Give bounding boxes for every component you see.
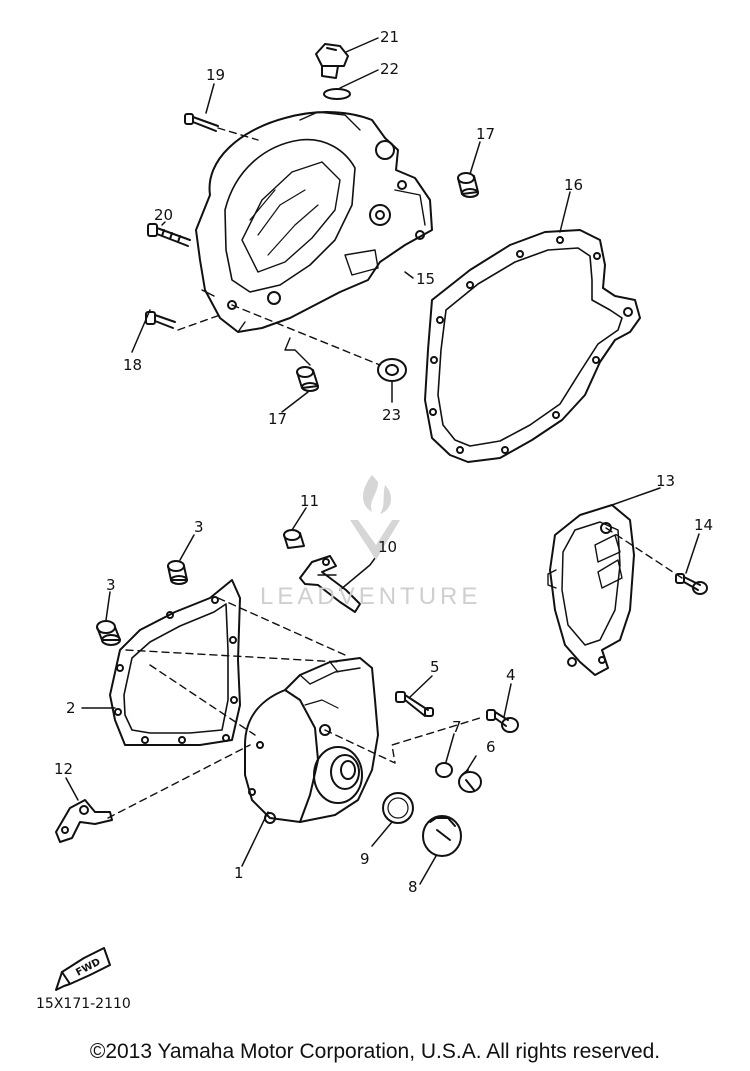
- o-ring-7: [435, 762, 453, 778]
- oil-seal-23: [377, 358, 407, 382]
- bolt-11: [283, 529, 305, 549]
- part-label-2: 2: [66, 699, 76, 717]
- part-label-12: 12: [54, 760, 73, 778]
- part-label-20: 20: [154, 206, 173, 224]
- part-label-8: 8: [408, 878, 418, 896]
- part-label-21: 21: [380, 28, 399, 46]
- o-ring-22: [323, 88, 351, 100]
- oil-filler-bolt: [315, 43, 349, 79]
- bolt-20: [147, 223, 191, 247]
- part-label-7: 7: [452, 718, 462, 736]
- dowel-pin-3-upper: [167, 560, 188, 585]
- plug-8: [422, 815, 462, 857]
- lead-clamp-12: [55, 799, 113, 843]
- part-label-5: 5: [430, 658, 440, 676]
- leader-lines: [65, 37, 700, 885]
- crankcase-cover: [195, 111, 433, 333]
- sprocket-cover-13: [547, 504, 635, 676]
- part-label-9: 9: [360, 850, 370, 868]
- watermark: LEADVENTURE: [260, 475, 481, 610]
- copyright-notice: ©2013 Yamaha Motor Corporation, U.S.A. A…: [89, 1040, 661, 1063]
- diagram-code: 15X171-2110: [36, 996, 131, 1012]
- plug-6: [458, 769, 482, 793]
- part-label-1: 1: [234, 864, 244, 882]
- cover-gasket-2: [109, 579, 241, 746]
- part-label-17b: 17: [268, 410, 287, 428]
- o-ring-9: [382, 792, 414, 824]
- bolt-18: [145, 311, 176, 329]
- part-label-19: 19: [206, 66, 225, 84]
- part-label-13: 13: [656, 472, 675, 490]
- crankcase-gasket-16: [424, 229, 641, 463]
- bolt-5: [395, 691, 434, 717]
- part-labels: 21 22 19 17 16 20 15 18 17 23 13 11 14 3…: [54, 28, 713, 896]
- part-label-22: 22: [380, 60, 399, 78]
- part-label-11: 11: [300, 492, 319, 510]
- crankcase-cover-1: [244, 657, 379, 824]
- part-label-3a: 3: [194, 518, 204, 536]
- part-label-14: 14: [694, 516, 713, 534]
- part-label-18: 18: [123, 356, 142, 374]
- part-label-23: 23: [382, 406, 401, 424]
- bolt-4: [486, 709, 519, 733]
- part-label-4: 4: [506, 666, 516, 684]
- fwd-arrow-icon: [55, 947, 111, 991]
- bolt-19: [184, 113, 219, 132]
- part-label-10: 10: [378, 538, 397, 556]
- dowel-pin-17-upper: [457, 172, 479, 198]
- part-label-15: 15: [416, 270, 435, 288]
- part-label-16: 16: [564, 176, 583, 194]
- bolt-14: [675, 573, 708, 595]
- part-label-3b: 3: [106, 576, 116, 594]
- part-label-6: 6: [486, 738, 496, 756]
- dowel-pin-17-lower: [296, 366, 319, 392]
- dowel-pin-3-lower: [96, 620, 121, 646]
- lead-clamp-10: [299, 555, 361, 613]
- part-label-17a: 17: [476, 125, 495, 143]
- watermark-text: LEADVENTURE: [260, 583, 481, 610]
